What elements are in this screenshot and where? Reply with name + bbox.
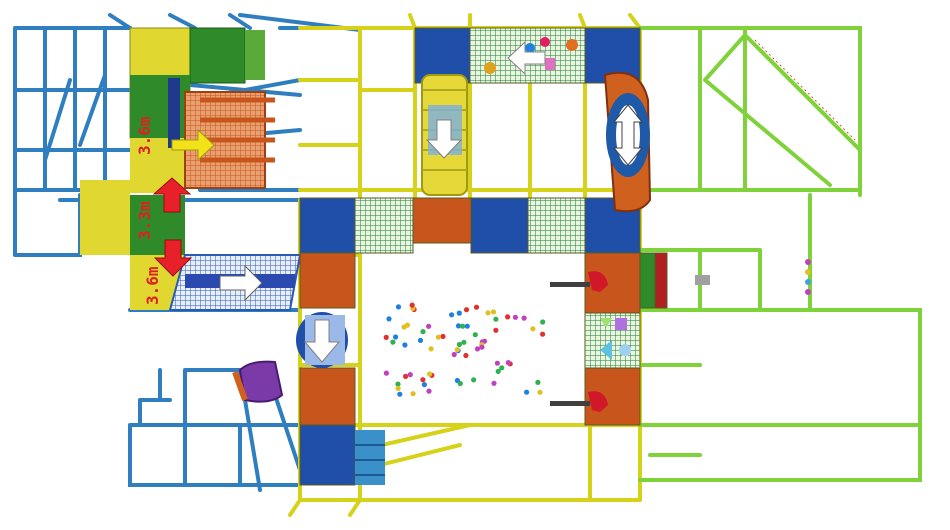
arrow-down-icon [303,319,341,363]
ball [402,342,408,348]
ball [471,377,477,383]
ball [435,334,441,340]
ball [455,323,462,329]
ball [521,315,527,321]
ball [403,373,409,379]
ball [481,338,488,344]
ball [461,339,467,345]
ball [485,310,491,316]
ball [537,389,543,395]
ball [472,332,478,338]
ball [390,339,396,345]
ball [540,319,546,325]
purple-slide [232,360,284,403]
ladder-rungs [754,39,856,141]
ball [456,341,462,348]
ball [383,334,389,340]
ball [512,314,519,320]
ball [409,302,415,308]
ball [451,351,457,358]
ball [474,346,481,352]
height-label: 3.6m [135,116,154,155]
ball [493,327,499,333]
ball [395,385,401,391]
ball [386,316,392,322]
ball [460,323,466,329]
double-arrow-vertical-icon [612,104,644,166]
arrow-up-icon [152,177,192,213]
ball [420,329,426,335]
center-decks [299,27,668,486]
left-tower [80,27,265,310]
arrow-down-icon [153,239,193,277]
ball [440,333,446,340]
ball [395,381,401,387]
ball [395,304,402,310]
ball [410,391,416,397]
ball [524,389,530,395]
ball [505,314,511,320]
ball [393,334,399,340]
ball [417,337,424,343]
arrow-right-icon [219,264,263,302]
ball [463,352,469,359]
ball [426,388,432,394]
ball [463,307,470,313]
deck-play-panels [484,37,631,360]
height-label: 3.3m [135,201,154,240]
ball [456,310,462,316]
ball [491,380,497,386]
ball [383,370,389,376]
ball [428,346,434,352]
ball [494,360,500,366]
height-label: 3.6m [143,266,162,305]
arrow-right-icon [171,128,215,162]
ball [420,377,426,383]
ball-cannons [550,271,710,412]
ball [540,331,546,337]
ball [530,326,536,332]
ball [426,323,432,329]
ball [449,312,455,318]
ball [505,360,511,366]
ball [493,316,499,322]
ball [407,372,413,378]
ball [490,309,497,315]
ball [499,365,505,371]
green-frame-right [638,26,922,482]
ball [404,322,410,328]
ball [473,304,480,310]
ball [479,344,485,350]
ball [457,380,463,387]
ball [427,371,433,377]
arrow-left-icon [507,40,546,76]
side-ball-column [805,259,811,295]
ball [495,368,501,374]
arrow-down-icon [425,119,463,159]
ball [454,347,460,353]
ball [464,323,470,329]
orange-climbing-ramp [184,91,275,189]
ball-pit-balls [383,302,546,397]
ball [535,379,541,385]
ball [397,391,403,397]
ball [421,382,427,388]
